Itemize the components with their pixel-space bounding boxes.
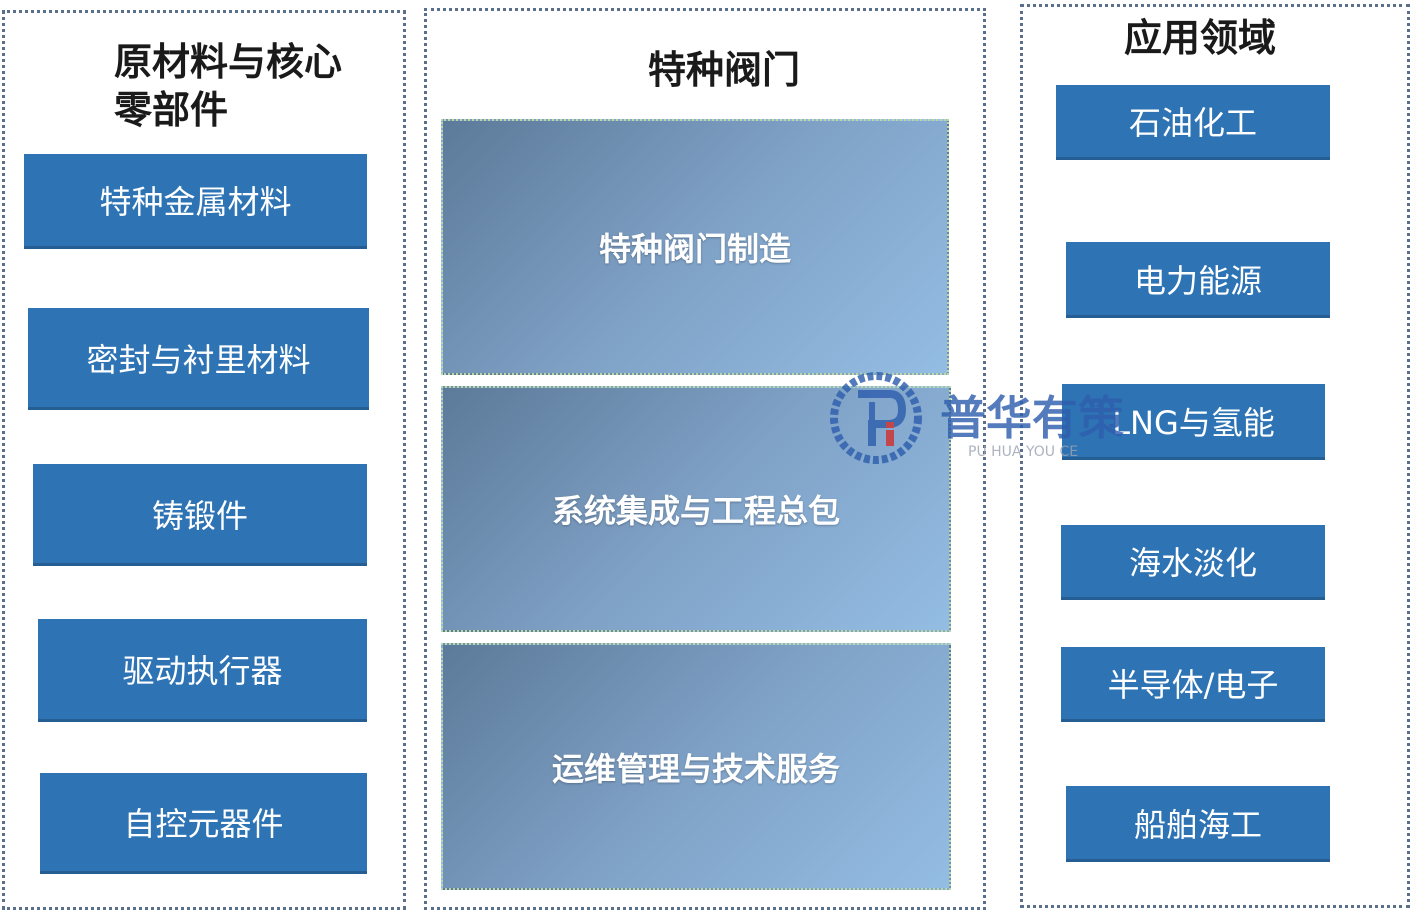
right-item-petrochemical: 石油化工: [1056, 85, 1330, 160]
watermark: 普华有策 PU HUA YOU CE: [828, 372, 1158, 468]
left-item-castings: 铸锻件: [33, 464, 367, 566]
left-item-special-metal: 特种金属材料: [24, 154, 367, 249]
application-title: 应用领域: [1123, 16, 1276, 60]
special-valve-title: 特种阀门: [647, 48, 800, 92]
stage-system-integration: 系统集成与工程总包: [441, 386, 951, 632]
left-item-control-components: 自控元器件: [40, 773, 367, 874]
watermark-english-text: PU HUA YOU CE: [968, 444, 1079, 460]
right-item-marine: 船舶海工: [1066, 786, 1330, 862]
watermark-chinese-text: 普华有策: [940, 391, 1124, 445]
special-valve-panel: [424, 8, 986, 910]
right-item-semiconductor: 半导体/电子: [1061, 647, 1325, 722]
right-item-power-energy: 电力能源: [1066, 242, 1330, 318]
raw-materials-title: 原材料与核心零部件: [114, 40, 343, 132]
stage-operation-service: 运维管理与技术服务: [441, 643, 951, 890]
right-item-desalination: 海水淡化: [1061, 525, 1325, 600]
right-item-lng-hydrogen: LNG与氢能: [1062, 384, 1325, 460]
puhua-logo-icon: [830, 372, 922, 464]
left-item-seal-lining: 密封与衬里材料: [28, 308, 369, 410]
raw-materials-panel: [2, 10, 406, 910]
stage-valve-manufacturing: 特种阀门制造: [441, 119, 949, 375]
left-item-actuator: 驱动执行器: [38, 619, 367, 722]
application-panel: [1020, 4, 1410, 908]
